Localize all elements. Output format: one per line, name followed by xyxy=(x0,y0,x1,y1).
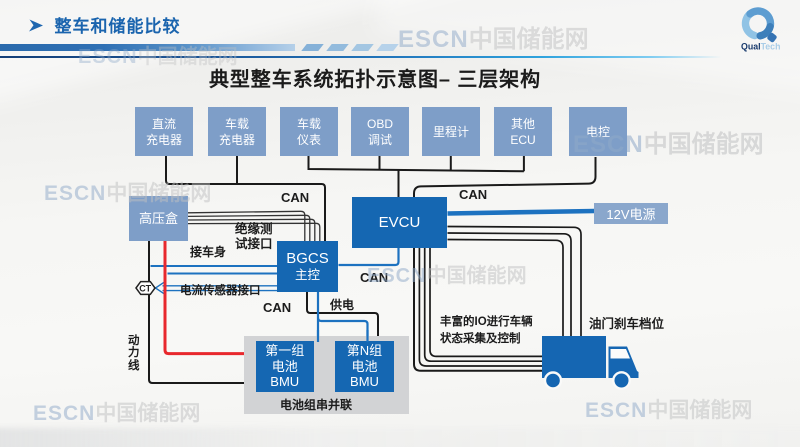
svg-text:CT: CT xyxy=(139,284,151,294)
svg-text:QualTech: QualTech xyxy=(741,41,780,51)
